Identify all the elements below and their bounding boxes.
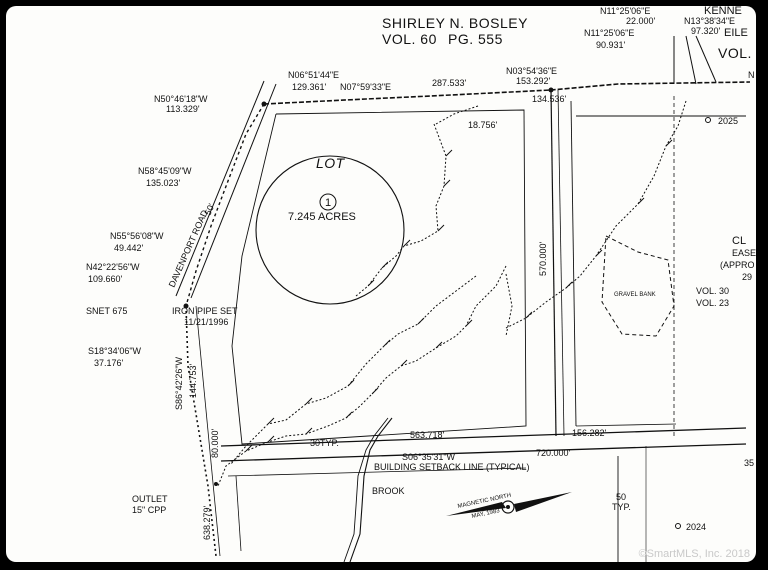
stone-wall-3	[230, 275, 477, 465]
road-edge-west	[175, 80, 265, 297]
owner-page: PG. 555	[448, 31, 503, 47]
north-distance-1: 129.361'	[292, 82, 327, 92]
survey-drawing: SHIRLEY N. BOSLEY VOL. 60 PG. 555 N11°25…	[86, 6, 756, 562]
property-lines	[175, 35, 751, 562]
note-appro: (APPRO	[720, 260, 755, 270]
lower-west-bearing: S86°42'26"W	[174, 356, 184, 410]
setback-line: BUILDING SETBACK LINE (TYPICAL)	[374, 462, 530, 472]
north-distance-2: 287.533'	[432, 78, 467, 88]
dim-563718: 563.718'	[410, 430, 445, 440]
brook-label: BROOK	[372, 486, 405, 496]
road-edge-east	[190, 83, 277, 299]
west-distance-4: 109.660'	[88, 274, 123, 284]
survey-map: SHIRLEY N. BOSLEY VOL. 60 PG. 555 N11°25…	[6, 6, 756, 562]
stone-wall-4	[505, 100, 687, 329]
dim-570: 570.000'	[538, 241, 548, 276]
lot-area: 7.245 ACRES	[288, 211, 356, 223]
iron-pipe-label: IRON PIPE SET	[172, 306, 238, 316]
dim-156282: 156.282'	[572, 428, 607, 438]
note-vol30: VOL. 30	[696, 286, 729, 296]
lot-number-circle	[319, 193, 337, 211]
dim-18756: 18.756'	[468, 120, 498, 130]
top-distance-c: 90.931'	[596, 40, 626, 50]
top-bearing-a: N11°25'06"E	[600, 6, 650, 16]
dim-35: 35	[744, 458, 754, 468]
lower-west-distance: 144.753'	[188, 363, 198, 398]
top-bearing-c: N11°25'06"E	[584, 28, 634, 38]
dim-80: 80.000'	[210, 428, 220, 458]
dim-50-typ: TYP.	[612, 502, 631, 512]
owner-volume: VOL. 60	[382, 31, 437, 47]
north-arrow-date: MAY, 1983	[471, 508, 501, 520]
west-boundary	[185, 103, 265, 307]
south-bearing: S06°35'31"W	[402, 452, 456, 462]
snet-label: SNET 675	[86, 306, 127, 316]
road-width: 50'	[203, 202, 217, 217]
stone-wall-5	[435, 105, 479, 125]
north-boundary	[263, 81, 751, 105]
note-vol23: VOL. 23	[696, 298, 729, 308]
north-arrow	[446, 492, 572, 516]
north-bearing-2: N07°59'33"E	[340, 82, 391, 92]
lot-number: 1	[325, 197, 331, 209]
west-distance-5: 37.176'	[94, 358, 124, 368]
note-ease: EASE	[732, 248, 756, 258]
west-bearing-2: N58°45'09"W	[138, 166, 192, 176]
note-cl: CL	[732, 235, 746, 247]
top-distance-b: 97.320'	[691, 26, 721, 36]
lot-circle	[255, 155, 405, 305]
west-distance-3: 49.442'	[114, 243, 144, 253]
west-bearing-5: S18°34'06"W	[88, 346, 142, 356]
watermark: ©SmartMLS, Inc. 2018	[638, 548, 750, 560]
north-bearing-1: N06°51'44"E	[288, 70, 339, 80]
lower-west-boundary	[185, 305, 217, 557]
north-distance-4: 134.536'	[532, 94, 567, 104]
brook-line	[349, 417, 393, 562]
west-bearing-3: N55°56'08"W	[110, 231, 164, 241]
south-distance: 720.000'	[536, 448, 571, 458]
north-bearing-3: N03°54'36"E	[506, 66, 557, 76]
north-distance-3: 153.292'	[516, 76, 551, 86]
wall-ticks	[245, 139, 673, 452]
owner-fragment-1: KENNE	[704, 6, 742, 17]
dim-30typ: 30TYP.	[310, 438, 339, 448]
west-distance-1: 113.329'	[166, 104, 200, 114]
note-29: 29	[742, 272, 752, 282]
gravel-bank-outline	[601, 235, 675, 337]
stone-wall-6	[505, 273, 513, 337]
west-distance-2: 135.023'	[146, 178, 181, 188]
dim-2025: 2025	[718, 116, 738, 126]
top-distance-a: 22.000'	[626, 16, 656, 26]
lot-title: LOT	[316, 155, 346, 171]
top-bearing-b: N13°38'34"E	[684, 16, 735, 26]
west-bearing-1: N50°46'18"W	[154, 94, 208, 104]
owner-fragment-2: EILE	[724, 27, 748, 39]
dim-2024: 2024	[686, 522, 706, 532]
west-bearing-4: N42°22'56"W	[86, 262, 140, 272]
outlet-size: 15" CPP	[132, 505, 166, 515]
iron-pipe-date: 11/21/1996	[184, 317, 228, 327]
vol-fragment: VOL.	[718, 45, 752, 61]
lot-outline	[231, 109, 527, 445]
gravel-bank-label: GRAVEL BANK	[614, 292, 656, 298]
dim-638279: 638.279'	[202, 505, 212, 540]
outlet-label: OUTLET	[132, 494, 168, 504]
owner-name: SHIRLEY N. BOSLEY	[382, 15, 528, 31]
n-fragment: N	[748, 70, 755, 80]
survey-markers	[183, 87, 711, 529]
dim-50: 50	[616, 492, 626, 502]
